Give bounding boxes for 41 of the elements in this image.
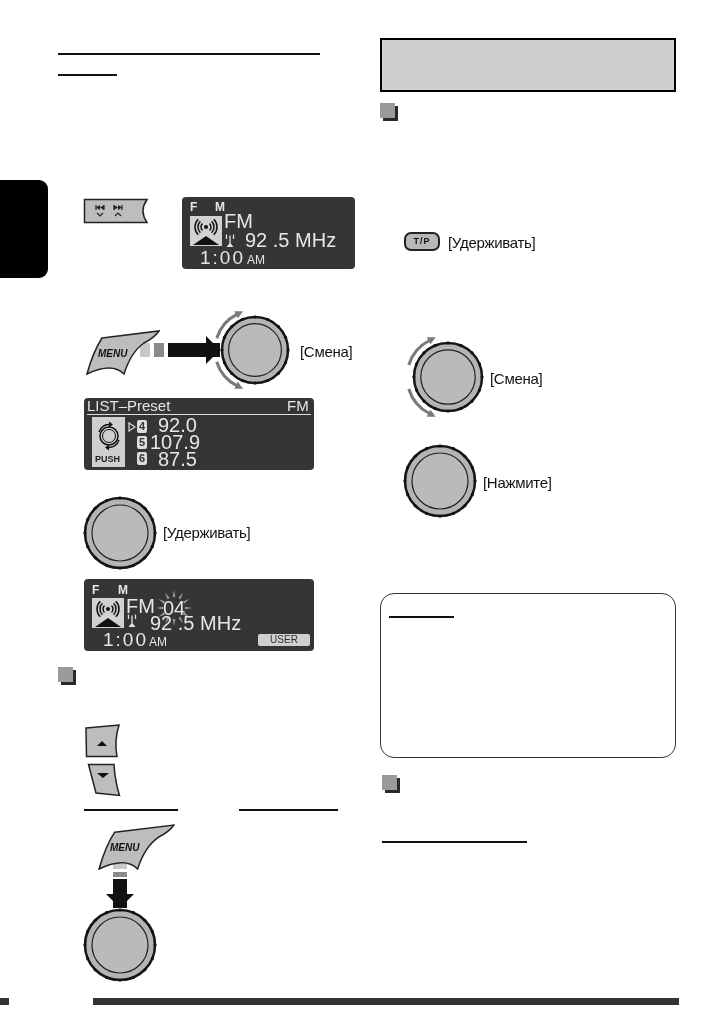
control-knob [212,308,290,392]
lcd-display [182,197,355,269]
preset-number: 5 [137,436,147,449]
display-text: 92 .5 MHz [150,615,242,631]
display-text: 92.0 [158,417,197,433]
lcd-display [84,398,314,470]
display-text: F [92,585,100,595]
display-text: FM [287,400,309,412]
arrow [106,864,134,908]
preset-number: 6 [137,452,147,465]
display-text: M [118,585,128,595]
action-label: [Смена] [300,343,353,361]
mode-indicator: USER [258,634,310,646]
menu-button: MENU [85,330,160,375]
display-text: FM [126,598,155,614]
display-text: LIST–Preset [87,400,171,412]
action-label: [Смена] [490,370,543,388]
display-text: 87.5 [158,451,197,467]
display-text: FM [224,213,253,229]
display-text: 107.9 [150,434,201,450]
display-text: F [190,202,198,212]
display-text: M [215,202,225,212]
display-text: PUSH [95,455,120,464]
menu-button: MENU [97,824,175,870]
action-label: [Удерживать] [163,524,251,542]
display-text: AM [149,637,167,647]
display-text: AM [247,255,265,265]
control-knob [403,444,477,518]
display-text: 04 [163,600,186,616]
display-text: 1:00 [200,250,245,266]
function-button: T/P [404,232,440,251]
lcd-display [84,579,314,651]
action-label: [Нажмите] [483,474,552,492]
control-knob [83,908,157,982]
control-knob [83,496,157,570]
side-tab [0,180,48,278]
action-label: [Удерживать] [448,234,536,252]
arrow [140,336,220,364]
preset-number: 4 [137,420,147,433]
display-text: 1:00 [103,632,148,648]
display-text: 92 .5 MHz [245,232,337,248]
